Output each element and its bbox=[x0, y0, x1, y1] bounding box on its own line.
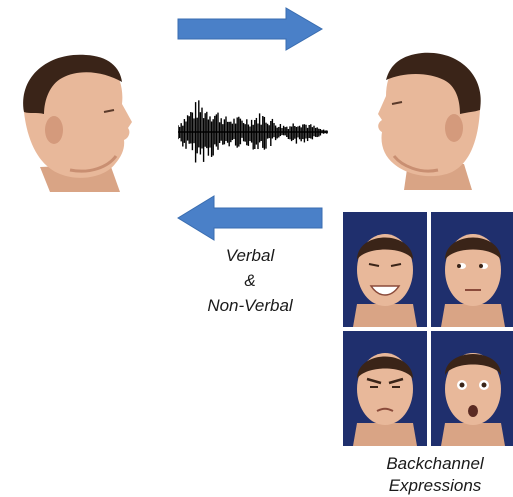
expression-surprise bbox=[431, 331, 513, 446]
ampersand-label: & bbox=[205, 270, 295, 292]
nonverbal-label: Non-Verbal bbox=[190, 295, 310, 317]
verbal-label: Verbal bbox=[205, 245, 295, 267]
backchannel-caption-line2: Expressions bbox=[360, 475, 510, 497]
backchannel-expression-grid bbox=[343, 212, 513, 445]
expression-neutral bbox=[431, 212, 513, 327]
audio-waveform-icon bbox=[178, 92, 328, 172]
backchannel-caption-line1: Backchannel bbox=[360, 453, 510, 475]
expression-frown bbox=[343, 331, 427, 446]
speaker-profile-left bbox=[10, 52, 142, 192]
expression-smile bbox=[343, 212, 427, 327]
arrow-left-icon bbox=[176, 194, 324, 242]
listener-profile-right bbox=[368, 50, 494, 190]
arrow-right-icon bbox=[176, 6, 324, 52]
